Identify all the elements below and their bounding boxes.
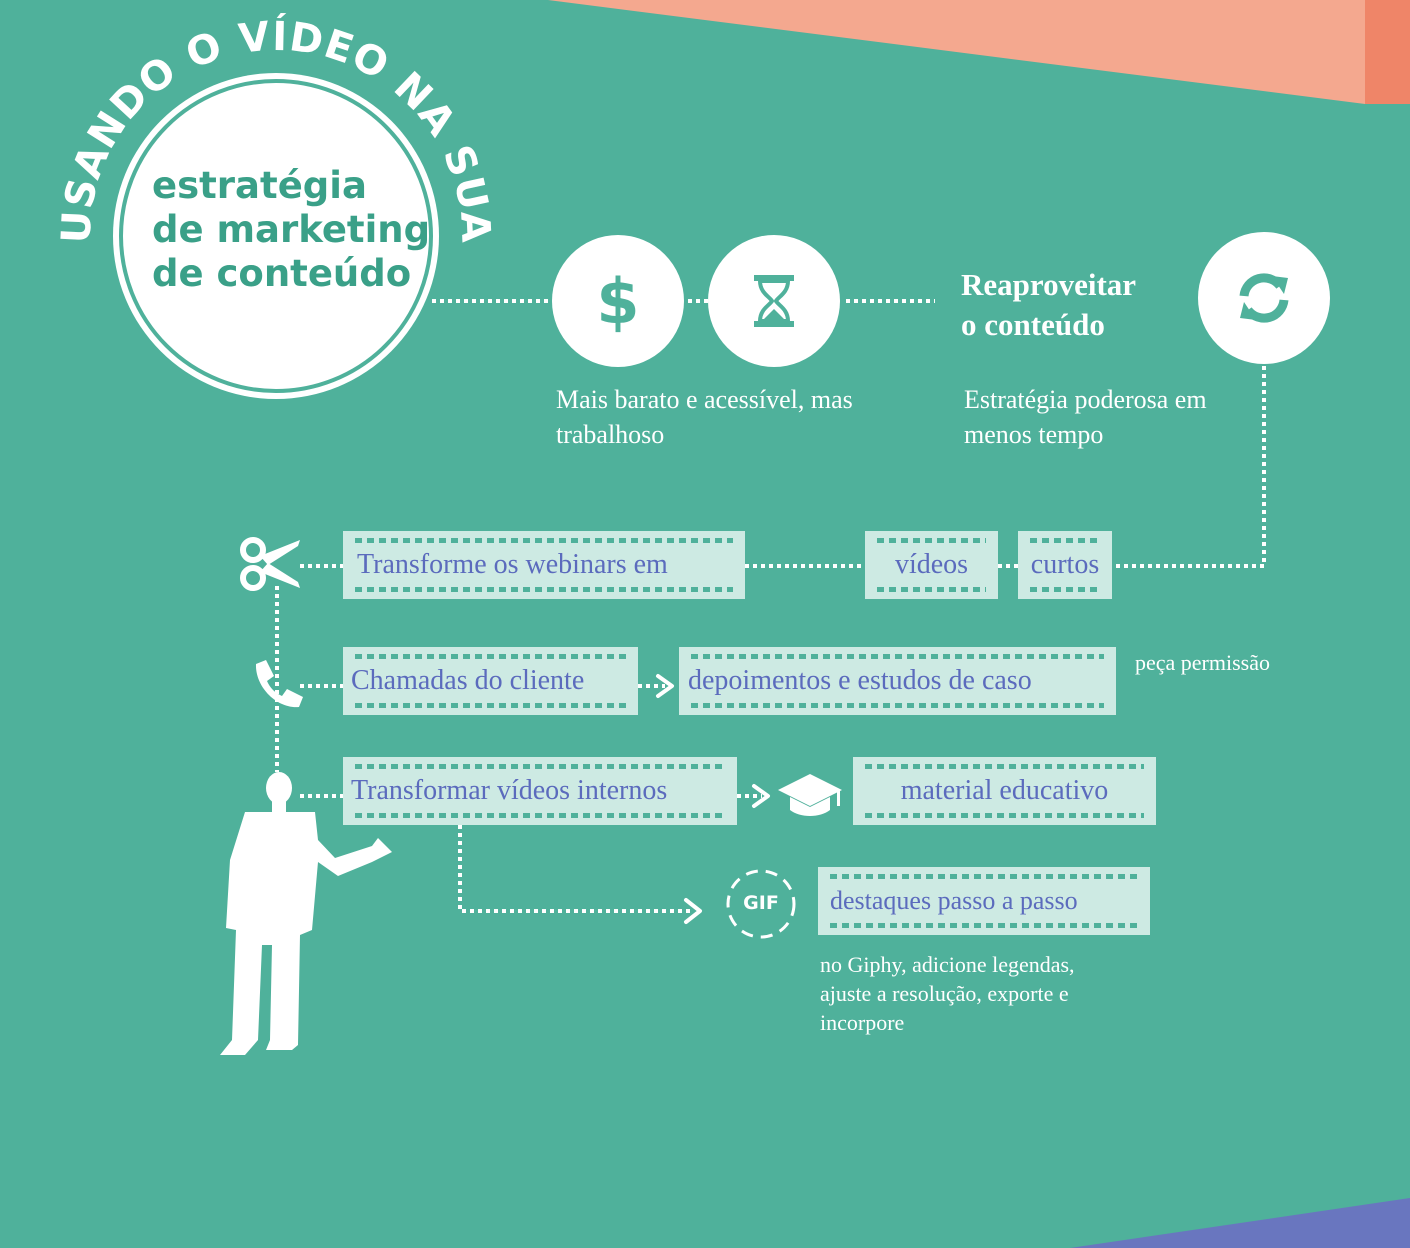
internal-videos-label: Transformar vídeos internos xyxy=(351,775,668,806)
presenter-silhouette xyxy=(220,772,392,1055)
hourglass-icon xyxy=(754,275,794,327)
gif-text: GIF xyxy=(743,892,779,914)
curtos-box: curtos xyxy=(1018,531,1112,599)
badge-title-line-1: estratégia xyxy=(152,164,367,207)
repurpose-heading-line-1: Reaproveitar xyxy=(961,267,1137,302)
cheap-caption: Mais barato e acessível, mas trabalhoso xyxy=(556,385,853,449)
hourglass-circle xyxy=(708,235,840,367)
repurpose-heading-line-2: o conteúdo xyxy=(961,307,1105,342)
repurpose-caption: Estratégia poderosa em menos tempo xyxy=(964,385,1207,449)
webinars-label: Transforme os webinars em xyxy=(357,549,668,580)
giphy-note: no Giphy, adicione legendas, ajuste a re… xyxy=(820,952,1075,1035)
gif-icon xyxy=(726,869,796,939)
videos-word: vídeos xyxy=(894,549,969,580)
purple-shape xyxy=(1070,1198,1410,1248)
educational-box: material educativo xyxy=(853,757,1156,825)
arrowheads xyxy=(656,674,770,924)
dollar-icon: $ xyxy=(596,264,640,338)
badge-title-line-3: de conteúdo xyxy=(152,252,412,295)
calls-box: Chamadas do cliente xyxy=(343,647,638,715)
dollar-circle: $ xyxy=(552,235,684,367)
badge-title: estratégia de marketing de conteúdo xyxy=(152,164,431,296)
educational-label: material educativo xyxy=(900,775,1109,806)
curtos-word: curtos xyxy=(1030,549,1100,580)
badge-title-line-2: de marketing xyxy=(152,208,431,251)
calls-label: Chamadas do cliente xyxy=(351,665,585,696)
title-badge: USANDO O VÍDEO NA SUA xyxy=(53,12,497,399)
repurpose-heading: Reaproveitar o conteúdo xyxy=(961,265,1136,345)
graduation-cap-icon xyxy=(778,774,842,816)
scissors-icon xyxy=(240,537,300,591)
refresh-circle xyxy=(1198,232,1330,364)
testimonials-box: depoimentos e estudos de caso xyxy=(679,647,1116,715)
refresh-icon xyxy=(1239,273,1289,323)
phone-icon xyxy=(255,660,303,708)
videos-box: vídeos xyxy=(865,531,998,599)
step-highlights-box: destaques passo a passo xyxy=(818,867,1150,935)
permission-note: peça permissão xyxy=(1135,650,1270,675)
testimonials-label: depoimentos e estudos de caso xyxy=(688,665,1032,696)
step-highlights-label: destaques passo a passo xyxy=(830,886,1078,915)
coral-accent xyxy=(1365,0,1410,104)
internal-videos-box: Transformar vídeos internos xyxy=(343,757,737,825)
coral-shape xyxy=(548,0,1410,104)
webinars-box: Transforme os webinars em xyxy=(343,531,745,599)
connectors xyxy=(275,299,1266,913)
